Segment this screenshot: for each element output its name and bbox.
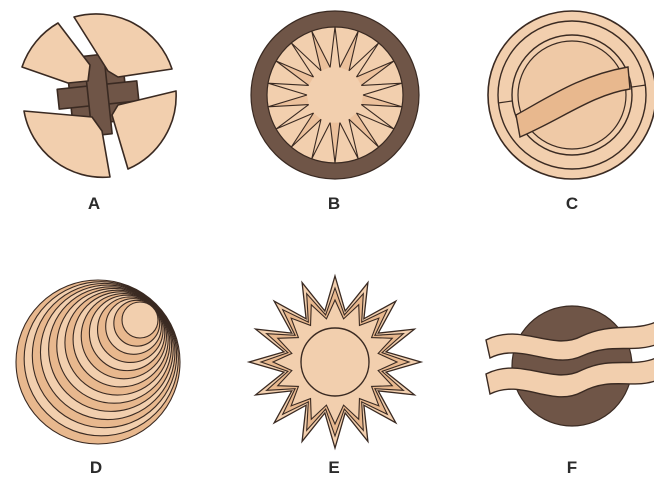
label-c: C <box>552 194 592 214</box>
figure-e <box>245 272 425 452</box>
quartered-circle-graphic <box>8 5 188 185</box>
radial-ring-graphic <box>245 5 425 185</box>
figure-f <box>482 272 654 452</box>
figure-c <box>482 5 654 185</box>
nested-ring <box>122 302 158 338</box>
label-b: B <box>314 194 354 214</box>
nested-circles-graphic <box>8 272 188 452</box>
figure-a <box>8 5 188 185</box>
figure-b <box>245 5 425 185</box>
ribbon-circle-graphic <box>482 272 654 452</box>
label-f: F <box>552 458 592 478</box>
label-a: A <box>74 194 114 214</box>
starburst-graphic <box>245 272 425 452</box>
label-e: E <box>314 458 354 478</box>
label-d: D <box>76 458 116 478</box>
concentric-wave-graphic <box>482 5 654 185</box>
figure-d <box>8 272 188 452</box>
